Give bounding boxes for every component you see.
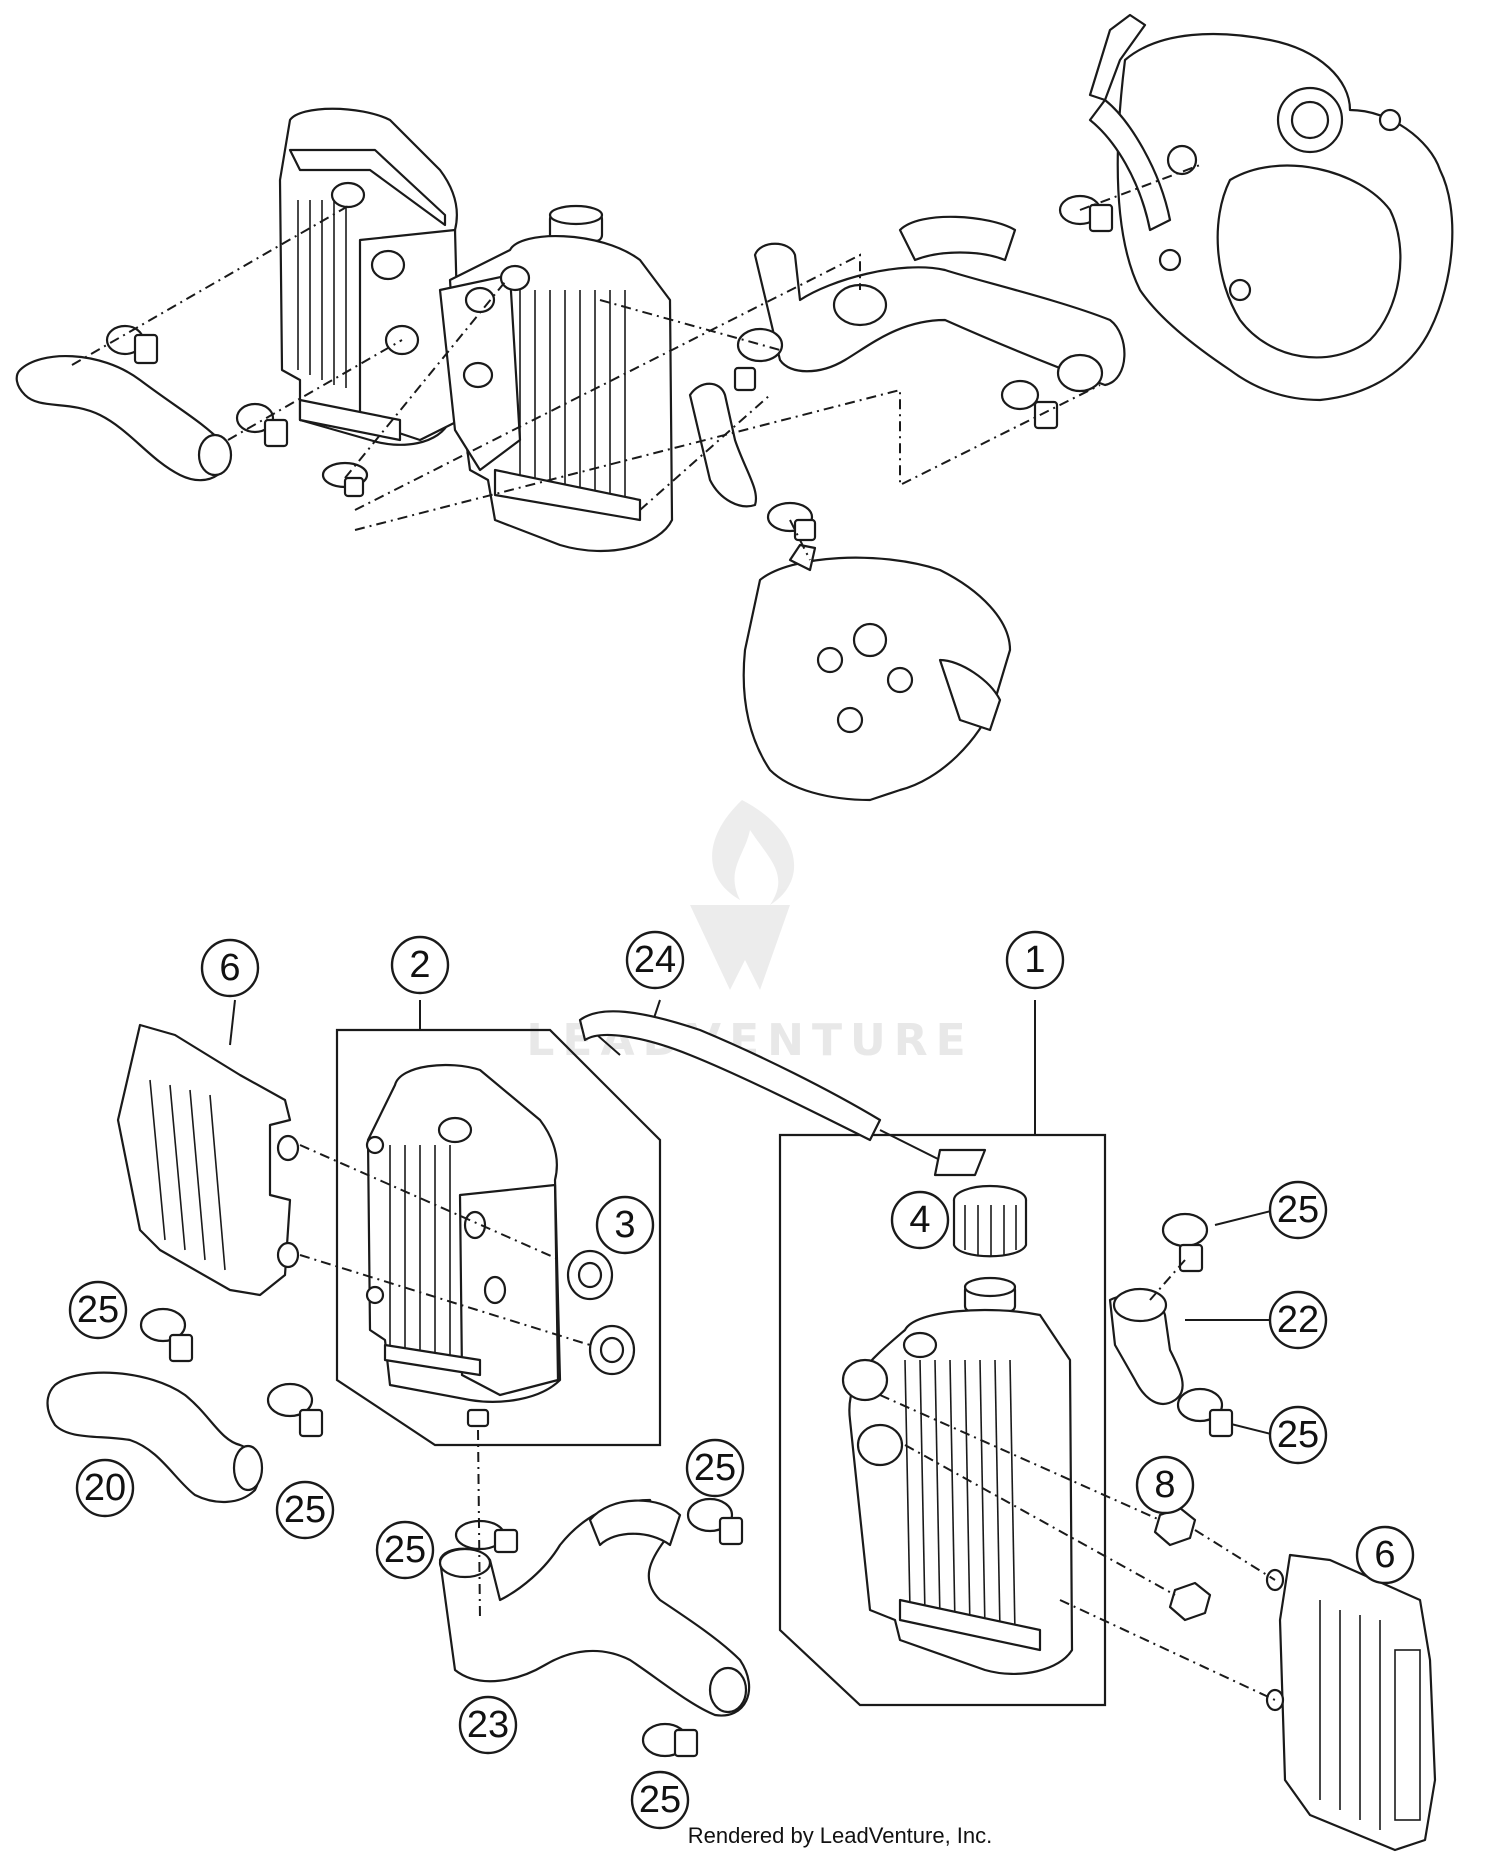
left-radiator-top	[278, 107, 462, 446]
callout-25-b: 25	[275, 1480, 335, 1540]
radiator-left-group-frame	[335, 1028, 662, 1447]
cylinder-head	[742, 543, 1012, 802]
callout-23: 23	[458, 1695, 518, 1755]
top-right-hoses	[688, 194, 1126, 542]
callout-3-label: 3	[614, 1204, 635, 1246]
callout-25-d-label: 25	[694, 1447, 736, 1489]
callout-24: 24	[625, 930, 685, 990]
callout-3: 3	[595, 1195, 655, 1255]
bottom-parts-view: 1 2 3 4 6 6 8 20 22 23 24 25 25 25 25 25…	[46, 930, 1437, 1852]
callout-25-a-label: 25	[77, 1289, 119, 1331]
callout-24-label: 24	[634, 939, 676, 981]
radiator-shroud-left	[116, 1023, 300, 1297]
top-left-hose	[15, 324, 369, 498]
callout-25-a: 25	[68, 1280, 128, 1340]
lower-center-hose	[438, 1498, 751, 1717]
callout-6-right: 6	[1355, 1525, 1415, 1585]
callout-6-left: 6	[200, 938, 260, 998]
callout-6-right-label: 6	[1374, 1534, 1395, 1576]
callout-20-label: 20	[84, 1467, 126, 1509]
radiator-shroud-right	[1265, 1553, 1437, 1852]
callout-8-label: 8	[1154, 1464, 1175, 1506]
bottom-assembly-lines	[299, 1144, 1276, 1701]
callout-25-g-label: 25	[1277, 1414, 1319, 1456]
callout-25-f: 25	[1268, 1180, 1328, 1240]
callout-25-b-label: 25	[284, 1489, 326, 1531]
bolt-set	[1153, 1506, 1212, 1622]
grommet-set	[566, 1249, 636, 1376]
callout-6-left-label: 6	[219, 947, 240, 989]
callout-22-label: 22	[1277, 1299, 1319, 1341]
hose-clamps	[139, 1212, 1234, 1758]
callout-22: 22	[1268, 1290, 1328, 1350]
radiator-cap	[933, 1148, 1028, 1258]
radiator-right	[841, 1276, 1074, 1676]
callout-2: 2	[390, 935, 450, 995]
callout-1: 1	[1005, 930, 1065, 990]
radiator-right-group-frame	[778, 1133, 1107, 1707]
callout-23-label: 23	[467, 1704, 509, 1746]
top-assembly-lines	[71, 164, 1201, 561]
callout-25-d: 25	[685, 1438, 745, 1498]
callout-8: 8	[1135, 1455, 1195, 1515]
vent-hose	[578, 1010, 941, 1161]
water-pump-cover	[1088, 13, 1454, 402]
callout-25-c-label: 25	[384, 1529, 426, 1571]
callout-2-label: 2	[409, 944, 430, 986]
callout-25-c: 25	[375, 1520, 435, 1580]
callout-25-e: 25	[630, 1770, 690, 1830]
radiator-left	[365, 1063, 562, 1428]
lower-left-hose	[46, 1371, 264, 1504]
render-credit: Rendered by LeadVenture, Inc.	[688, 1823, 993, 1848]
callout-25-f-label: 25	[1277, 1189, 1319, 1231]
callout-20: 20	[75, 1458, 135, 1518]
callout-25-e-label: 25	[639, 1779, 681, 1821]
callout-25-g: 25	[1268, 1405, 1328, 1465]
right-radiator-top	[438, 204, 674, 553]
callout-4-label: 4	[909, 1199, 930, 1241]
top-assembly-view	[15, 13, 1454, 802]
callout-4: 4	[890, 1190, 950, 1250]
elbow-hose	[1108, 1287, 1184, 1406]
callout-1-label: 1	[1024, 939, 1045, 981]
